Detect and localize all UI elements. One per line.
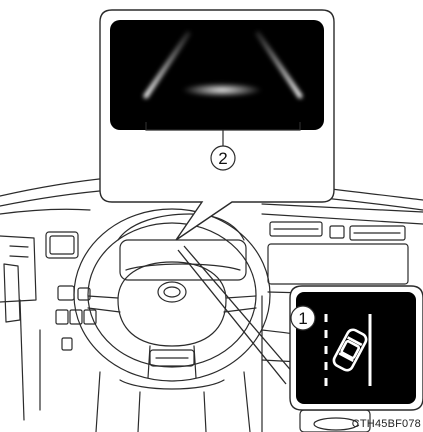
callout-1-number: 1 bbox=[298, 309, 307, 328]
hud-display-panel bbox=[110, 20, 324, 130]
indicator-display-panel bbox=[296, 292, 416, 404]
figure-code: CTH45BF078 bbox=[352, 418, 421, 430]
indicator-callout: 1 bbox=[178, 246, 423, 410]
callout-2-number: 2 bbox=[218, 149, 227, 168]
